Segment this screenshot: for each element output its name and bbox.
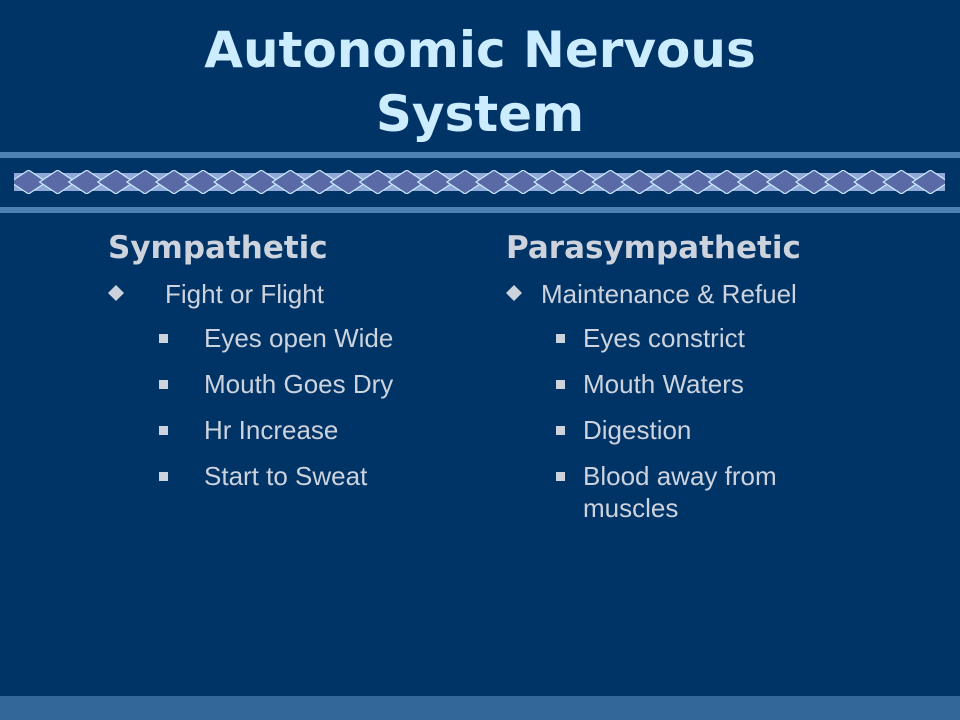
parasympathetic-main-point-label: Maintenance & Refuel bbox=[541, 279, 797, 309]
divider-diamond bbox=[14, 170, 48, 194]
divider-diamond bbox=[794, 170, 834, 194]
list-item: Eyes constrict bbox=[506, 322, 926, 354]
square-bullet-icon bbox=[159, 334, 168, 343]
footer-bar bbox=[0, 696, 960, 720]
divider-diamond bbox=[154, 170, 194, 194]
divider-rule-top bbox=[0, 152, 960, 158]
list-item-label: Mouth Waters bbox=[583, 369, 744, 399]
list-item-label: Mouth Goes Dry bbox=[204, 369, 394, 399]
divider-diamond bbox=[67, 170, 106, 194]
sympathetic-main-point-label: Fight or Flight bbox=[165, 279, 324, 309]
square-bullet-icon bbox=[556, 426, 565, 435]
divider-diamond bbox=[649, 170, 688, 194]
slide-title-line-1: Autonomic Nervous bbox=[204, 21, 756, 79]
divider-diamond bbox=[736, 170, 776, 194]
divider-diamond bbox=[533, 170, 572, 194]
divider-rule-bottom bbox=[0, 207, 960, 213]
sympathetic-main-point: Fight or Flight bbox=[108, 278, 468, 310]
parasympathetic-column: Parasympathetic Maintenance & Refuel Eye… bbox=[506, 226, 926, 538]
diamond-bullet-icon bbox=[108, 285, 124, 301]
sympathetic-heading: Sympathetic bbox=[108, 230, 328, 266]
divider-diamond bbox=[358, 170, 397, 194]
list-item-label: Eyes open Wide bbox=[204, 323, 394, 353]
divider-diamond bbox=[474, 170, 514, 194]
divider-diamond bbox=[183, 170, 223, 194]
slide-title-line-2: System bbox=[375, 85, 585, 143]
divider-diamond bbox=[271, 170, 310, 194]
diamond-chain-divider bbox=[14, 170, 945, 194]
sympathetic-effects-list: Eyes open Wide Mouth Goes Dry Hr Increas… bbox=[108, 322, 468, 492]
list-item: Mouth Waters bbox=[506, 368, 926, 400]
divider-diamond bbox=[765, 170, 805, 194]
divider-diamond bbox=[824, 170, 863, 194]
parasympathetic-heading: Parasympathetic bbox=[506, 230, 801, 266]
divider-diamond bbox=[707, 170, 746, 194]
slide-title: Autonomic Nervous System bbox=[0, 18, 960, 146]
list-item-label: Hr Increase bbox=[204, 415, 339, 445]
divider-diamond bbox=[38, 170, 77, 194]
square-bullet-icon bbox=[159, 472, 168, 481]
divider-diamond bbox=[329, 170, 368, 194]
list-item: Digestion bbox=[506, 414, 926, 446]
diamond-bullet-icon bbox=[506, 285, 522, 301]
square-bullet-icon bbox=[556, 472, 565, 481]
divider-diamond bbox=[882, 170, 921, 194]
square-bullet-icon bbox=[159, 426, 168, 435]
list-item: Mouth Goes Dry bbox=[108, 368, 468, 400]
parasympathetic-effects-list: Eyes constrict Mouth Waters Digestion Bl… bbox=[506, 322, 926, 524]
divider-diamond bbox=[242, 170, 281, 194]
divider-diamond bbox=[620, 170, 659, 194]
list-item-label: Start to Sweat bbox=[204, 461, 368, 491]
list-item-label: Digestion bbox=[583, 415, 692, 445]
list-item-label: Eyes constrict bbox=[583, 323, 745, 353]
square-bullet-icon bbox=[556, 380, 565, 389]
divider-diamond bbox=[504, 170, 543, 194]
square-bullet-icon bbox=[159, 380, 168, 389]
divider-diamond bbox=[562, 170, 601, 194]
parasympathetic-main-point: Maintenance & Refuel bbox=[506, 278, 926, 310]
divider-diamond bbox=[678, 170, 717, 194]
divider-diamond bbox=[853, 170, 892, 194]
sympathetic-column: Sympathetic Fight or Flight Eyes open Wi… bbox=[108, 226, 468, 506]
divider-diamond bbox=[416, 170, 455, 194]
divider-diamond bbox=[213, 170, 252, 194]
square-bullet-icon bbox=[556, 334, 565, 343]
divider-diamond bbox=[96, 170, 135, 194]
divider-diamond bbox=[125, 170, 165, 194]
list-item: Eyes open Wide bbox=[108, 322, 468, 354]
list-item: Blood away from muscles bbox=[506, 460, 926, 524]
divider-diamond bbox=[387, 170, 426, 194]
list-item: Start to Sweat bbox=[108, 460, 468, 492]
divider-diamond bbox=[911, 170, 945, 194]
list-item: Hr Increase bbox=[108, 414, 468, 446]
divider-diamond bbox=[300, 170, 339, 194]
divider-diamond bbox=[591, 170, 630, 194]
list-item-label: Blood away from muscles bbox=[583, 461, 777, 523]
divider-diamond bbox=[445, 170, 485, 194]
